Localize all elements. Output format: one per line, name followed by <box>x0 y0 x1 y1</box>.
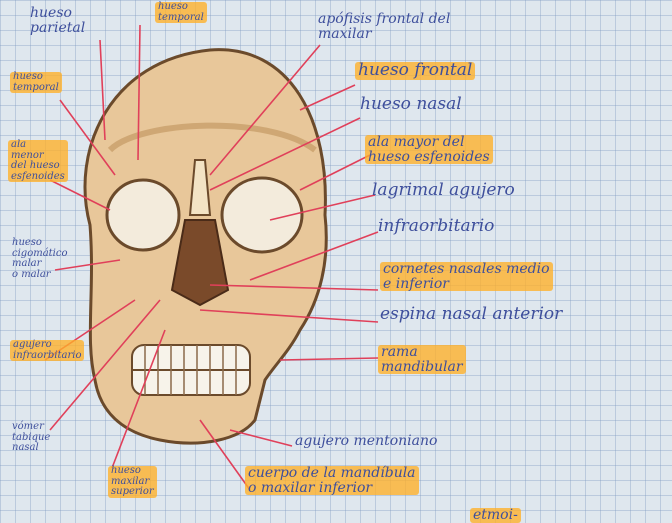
label-infraorbital: infraorbitario <box>378 218 494 236</box>
label-temporal-left: hueso temporal <box>10 72 62 93</box>
label-frontal: hueso frontal <box>355 62 475 80</box>
label-bottom-right: etmoi- <box>470 508 521 523</box>
label-maxilla: hueso maxilar superior <box>108 466 157 498</box>
label-mental-foramen: agujero mentoniano <box>295 434 437 449</box>
label-sphenoid-left: ala menor del hueso esfenoides <box>8 140 68 182</box>
right-orbit <box>107 180 179 250</box>
label-mandible-body: cuerpo de la mandíbula o maxilar inferio… <box>245 466 419 495</box>
label-conchae: cornetes nasales medio e inferior <box>380 262 553 291</box>
label-vomer: vómer tabique nasal <box>12 422 50 454</box>
label-nasal-spine: espina nasal anterior <box>380 306 562 324</box>
label-nasal: hueso nasal <box>360 96 462 114</box>
label-temporal-top: hueso temporal <box>155 2 207 23</box>
label-zygomatic: hueso cigomático malar o malar <box>12 238 68 280</box>
label-parietal: hueso parietal <box>30 6 85 35</box>
label-sphenoid: ala mayor del hueso esfenoides <box>365 135 493 164</box>
label-infraorbital-left: agujero infraorbitario <box>10 340 84 361</box>
label-lacrimal: lagrimal agujero <box>372 182 515 200</box>
label-frontal-process: apófisis frontal del maxilar <box>318 12 450 41</box>
label-ramus: rama mandibular <box>378 345 466 374</box>
